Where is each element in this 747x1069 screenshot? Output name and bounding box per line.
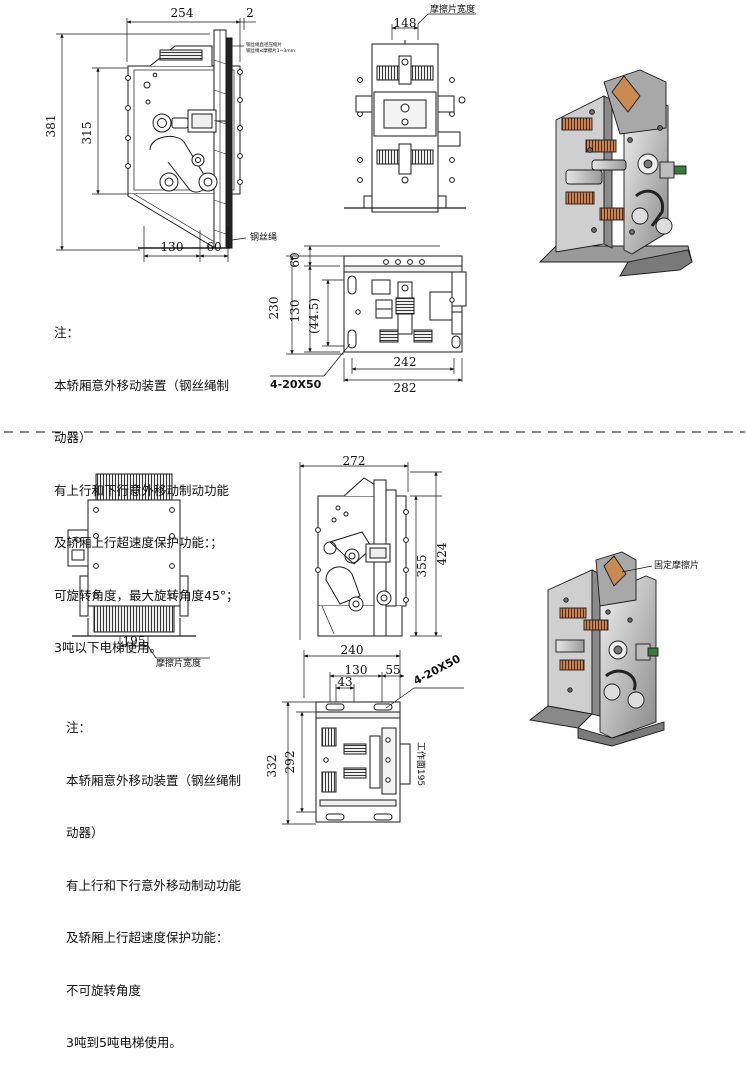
- dim-top-holes: 4-20X50: [270, 378, 322, 391]
- top-note-line: 及轿厢上行超速度保护功能：；: [54, 535, 223, 550]
- dim-195: 195: [123, 634, 146, 648]
- bottom-3d-view: [528, 551, 665, 747]
- bottom-note-line: 不可旋转角度: [66, 982, 142, 998]
- bottom-note-line: 3吨到5吨电梯使用。: [66, 1035, 182, 1050]
- dim-side-130: 130: [288, 300, 302, 323]
- dim-55: 55: [385, 663, 400, 677]
- top-front-view: [344, 40, 466, 213]
- callout-small-note-1: 钢丝绳直径压缩片: [246, 41, 282, 48]
- dim-332: 332: [265, 755, 279, 778]
- bottom-3d-callout-line: [621, 565, 653, 573]
- top-note: 注： 本轿厢意外移动装置（钢丝绳制 动器） 有上行和下行意外移动制动功能 及轿厢…: [54, 289, 239, 674]
- callout-small-note-2: 钢丝绳≤摩擦片1~3mm: [246, 47, 295, 54]
- top-3d-view: [538, 69, 693, 277]
- top-note-line: 可旋转角度，最大旋转角度45°；: [54, 587, 239, 603]
- bottom-note-line: 注：: [66, 720, 92, 735]
- bottom-note-line: 有上行和下行意外移动制动功能: [66, 877, 242, 893]
- dim-292: 292: [283, 751, 297, 774]
- top-note-line: 注：: [54, 325, 80, 340]
- top-note-line: 动器）: [54, 430, 92, 445]
- dim-148: 148: [394, 16, 417, 30]
- bottom-plan-view: [315, 701, 411, 823]
- label-work-face: 工作面195: [415, 742, 427, 786]
- bottom-front-view: [67, 473, 196, 637]
- top-note-line: 有上行和下行意外移动制动功能: [54, 482, 230, 498]
- dim-381: 381: [44, 115, 58, 138]
- dim-bottom-holes: 4-20X50: [411, 652, 463, 688]
- dim-240: 240: [341, 643, 364, 657]
- dim-bottom-130: 130: [345, 663, 368, 677]
- callout-bottom-friction-width: 摩擦片宽度: [156, 657, 201, 669]
- dim-424: 424: [435, 542, 449, 565]
- dim-242: 242: [394, 355, 417, 369]
- dim-side-60: 60: [288, 252, 302, 267]
- top-side-view: [125, 29, 243, 249]
- top-note-line: 3吨以下电梯使用。: [54, 640, 162, 655]
- top-front-dimensions: [391, 13, 476, 40]
- bottom-side-dimensions: [299, 462, 442, 640]
- dim-355: 355: [415, 555, 429, 578]
- callout-friction-width: 摩擦片宽度: [430, 3, 475, 15]
- bottom-note-line: 动器）: [66, 825, 104, 840]
- drawing-sheet: 254 2 381 315 130 60 钢丝绳 钢丝绳直径压缩片 钢丝绳≤摩擦…: [4, 3, 745, 825]
- dim-254: 254: [171, 6, 194, 20]
- bottom-plan-dimensions: [282, 650, 464, 825]
- dim-282: 282: [394, 381, 417, 395]
- dim-272: 272: [343, 454, 366, 468]
- dim-60: 60: [206, 240, 221, 254]
- top-side-dimensions: [56, 18, 256, 262]
- bottom-note: 注： 本轿厢意外移动装置（钢丝绳制 动器） 有上行和下行意外移动制动功能 及轿厢…: [66, 684, 241, 1069]
- top-note-line: 本轿厢意外移动装置（钢丝绳制: [54, 377, 230, 393]
- bottom-side-view: [315, 477, 409, 637]
- dim-230: 230: [267, 297, 281, 320]
- dim-315: 315: [80, 122, 94, 145]
- dim-44-5: (44.5): [307, 298, 321, 334]
- dim-2: 2: [246, 6, 254, 20]
- callout-wire-rope: 钢丝绳: [250, 231, 277, 243]
- callout-fixed-friction: 固定摩擦片: [654, 559, 699, 571]
- top-plan-view: [343, 255, 467, 353]
- top-plan-dimensions: [270, 245, 463, 382]
- bottom-note-line: 本轿厢意外移动装置（钢丝绳制: [66, 772, 242, 788]
- dim-130: 130: [161, 240, 184, 254]
- dim-43: 43: [337, 675, 352, 689]
- bottom-front-dimensions: [119, 636, 210, 659]
- bottom-note-line: 及轿厢上行超速度保护功能：: [66, 930, 229, 945]
